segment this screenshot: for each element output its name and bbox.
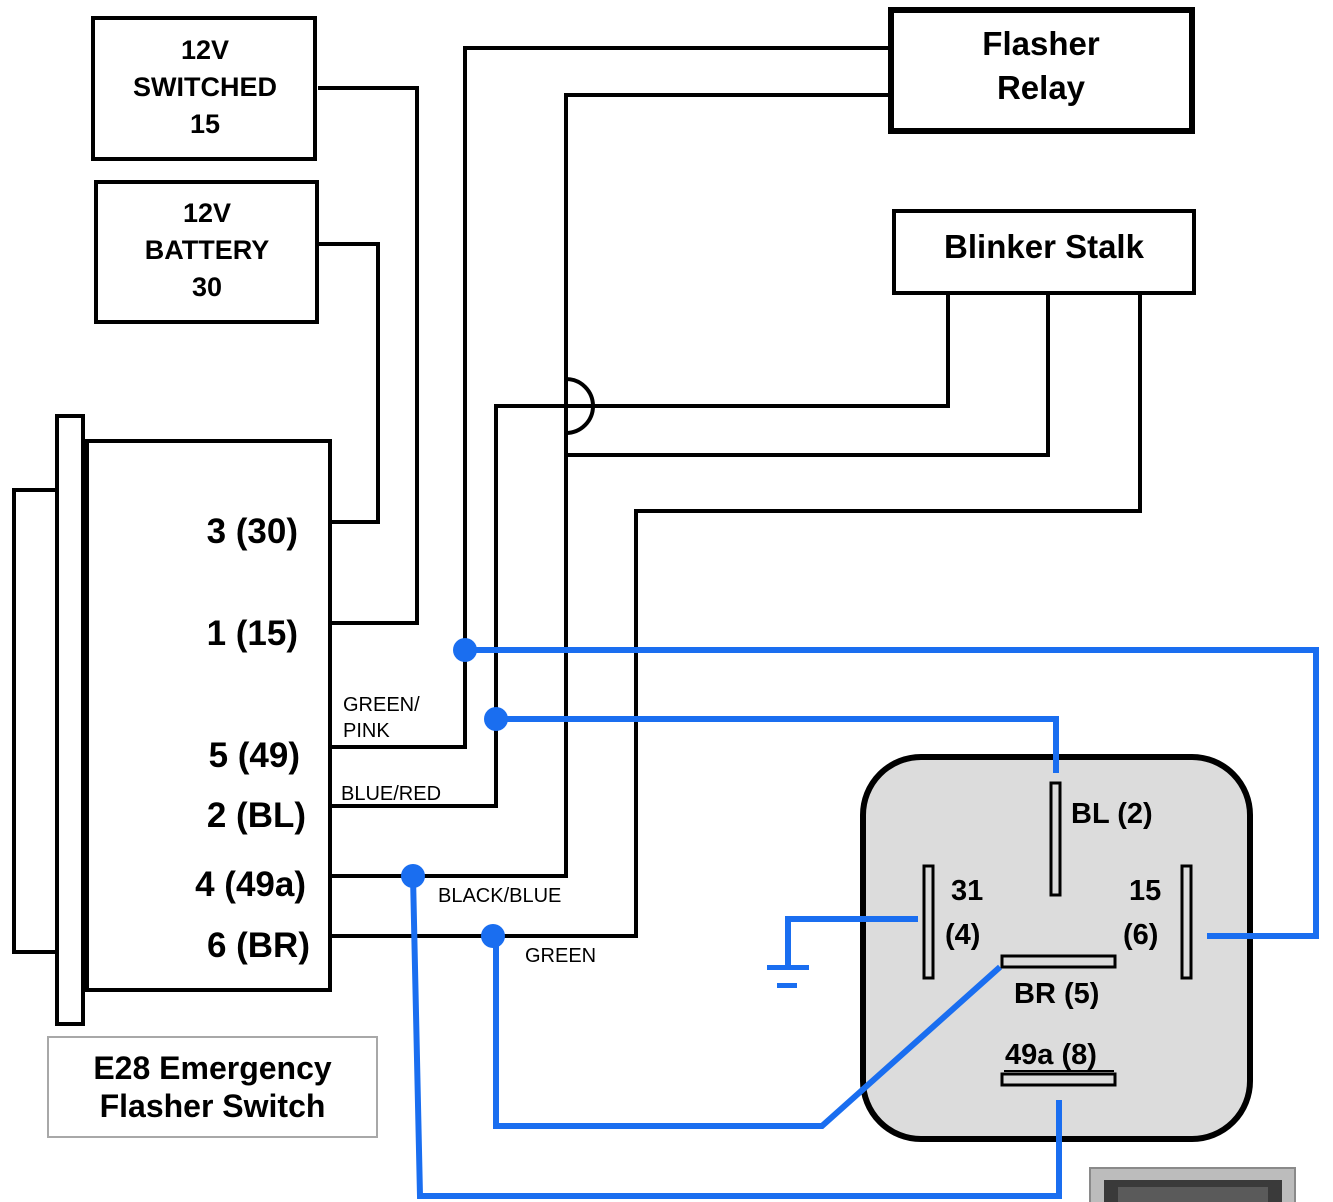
battery-line-1: 12V bbox=[183, 198, 231, 228]
box-flasher-relay: Flasher Relay bbox=[888, 7, 1195, 134]
wire-pin6-stalk bbox=[310, 295, 1142, 938]
emergency-switch bbox=[12, 414, 332, 1026]
relay-label-31-top: 31 bbox=[951, 875, 983, 907]
ground-icon bbox=[767, 965, 809, 988]
junction-pin5 bbox=[453, 638, 477, 662]
pin-label-4: 4 (49a) bbox=[195, 865, 306, 904]
wire-stalk-left bbox=[566, 295, 950, 408]
caption-line-1: E28 Emergency bbox=[93, 1050, 332, 1086]
flasher-relay-line-2: Relay bbox=[997, 69, 1086, 106]
wire-pin2-stalk bbox=[310, 404, 566, 808]
switch-button bbox=[12, 488, 59, 954]
switched-line-3: 15 bbox=[190, 109, 220, 139]
blinker-stalk-label: Blinker Stalk bbox=[944, 228, 1145, 265]
box-blinker-stalk: Blinker Stalk bbox=[892, 209, 1196, 295]
wire-label-black-blue: BLACK/BLUE bbox=[438, 885, 561, 907]
junction-pin2 bbox=[484, 707, 508, 731]
junction-pin4 bbox=[401, 864, 425, 888]
box-12v-switched: 12V SWITCHED 15 bbox=[91, 16, 317, 161]
blue-wire-pin4-to-49a bbox=[410, 875, 1062, 1199]
black-wires bbox=[310, 46, 1142, 938]
blue-wire-pin5-to-15 bbox=[465, 647, 1319, 939]
pin-label-1: 1 (15) bbox=[207, 614, 298, 653]
switch-bezel bbox=[55, 414, 85, 1026]
wire-pin3-battery bbox=[310, 242, 380, 524]
blue-wire-pin2-to-bl bbox=[496, 716, 1059, 773]
caption-line-2: Flasher Switch bbox=[99, 1088, 326, 1124]
pin-label-5: 5 (49) bbox=[209, 736, 300, 775]
junction-dots bbox=[401, 638, 508, 948]
relay-pin-31 bbox=[922, 864, 935, 980]
wire-stalk-middle bbox=[566, 295, 1050, 457]
relay-label-15-top: 15 bbox=[1129, 875, 1161, 907]
switch-caption: E28 Emergency Flasher Switch bbox=[47, 1036, 378, 1138]
blue-wires bbox=[410, 647, 1319, 1199]
relay-label-bl: BL (2) bbox=[1071, 798, 1153, 830]
pin-label-6: 6 (BR) bbox=[207, 926, 310, 965]
wire-label-green-pink-2: PINK bbox=[343, 720, 390, 742]
wire-pin5-flasher-relay bbox=[310, 46, 890, 749]
switched-line-2: SWITCHED bbox=[133, 72, 277, 102]
relay-pin-49a bbox=[1000, 1072, 1117, 1087]
relay-pin-15 bbox=[1180, 864, 1193, 980]
battery-line-2: BATTERY bbox=[145, 235, 270, 265]
relay-photo-thumbnail bbox=[1089, 1167, 1296, 1202]
relay-pin-br bbox=[1000, 954, 1117, 969]
pin-label-2: 2 (BL) bbox=[207, 796, 306, 835]
relay-label-15-bottom: (6) bbox=[1123, 919, 1158, 951]
switch-body bbox=[85, 439, 332, 992]
relay-module: BL (2) 31 (4) 15 (6) BR (5) 49a (8) bbox=[860, 754, 1253, 1142]
relay-label-br: BR (5) bbox=[1014, 978, 1099, 1010]
pin-label-3: 3 (30) bbox=[207, 512, 298, 551]
wire-label-green-pink-1: GREEN/ bbox=[343, 694, 420, 716]
blue-wire-31-to-ground bbox=[785, 916, 918, 965]
switched-line-1: 12V bbox=[181, 35, 229, 65]
wire-pin4-relay bbox=[310, 93, 895, 878]
junction-pin6 bbox=[481, 924, 505, 948]
wire-label-blue-red: BLUE/RED bbox=[341, 783, 441, 805]
blue-wire-pin6-to-br bbox=[493, 936, 1002, 1129]
box-12v-battery: 12V BATTERY 30 bbox=[94, 180, 319, 324]
wire-pin1-switched bbox=[310, 86, 419, 625]
wire-label-green: GREEN bbox=[525, 945, 596, 967]
relay-pin-bl bbox=[1049, 781, 1062, 897]
switch-pin-labels: 3 (30) 1 (15) 5 (49) 2 (BL) 4 (49a) 6 (B… bbox=[195, 512, 310, 965]
wire-color-labels: GREEN/ PINK BLUE/RED BLACK/BLUE GREEN bbox=[341, 694, 596, 967]
flasher-relay-line-1: Flasher bbox=[982, 25, 1100, 62]
relay-label-49a: 49a (8) bbox=[1005, 1039, 1097, 1071]
relay-label-31-bottom: (4) bbox=[945, 919, 980, 951]
battery-line-3: 30 bbox=[192, 272, 222, 302]
